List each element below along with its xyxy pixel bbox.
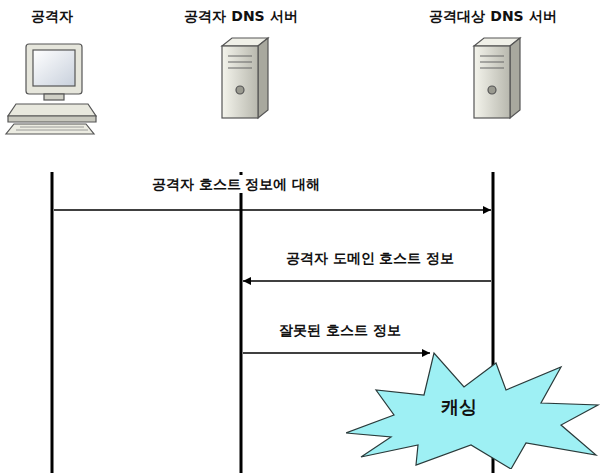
message-label: 공격자 호스트 정보에 대해 [149, 175, 324, 193]
message-label: 공격자 도메인 호스트 정보 [283, 249, 458, 267]
server-icon [222, 38, 268, 118]
burst-label: 캐싱 [441, 395, 477, 419]
message-arrow [54, 209, 491, 210]
participant-name: 공격자 DNS 서버 [184, 8, 297, 26]
message-arrow [243, 280, 491, 281]
participant-name: 공격대상 DNS 서버 [429, 8, 556, 26]
server-icon [474, 38, 520, 118]
caching-burst: 캐싱 [346, 345, 601, 469]
computer-icon [6, 44, 96, 134]
starburst-outline [346, 353, 598, 469]
message-label: 잘못된 호스트 정보 [276, 321, 404, 339]
participant-label: 공격자 DNS 서버 [180, 6, 301, 28]
participant-label: 공격대상 DNS 서버 [425, 6, 560, 28]
participant-name: 공격자 [31, 8, 73, 26]
message-arrow [243, 352, 430, 353]
participant-label: 공격자 [27, 6, 77, 28]
